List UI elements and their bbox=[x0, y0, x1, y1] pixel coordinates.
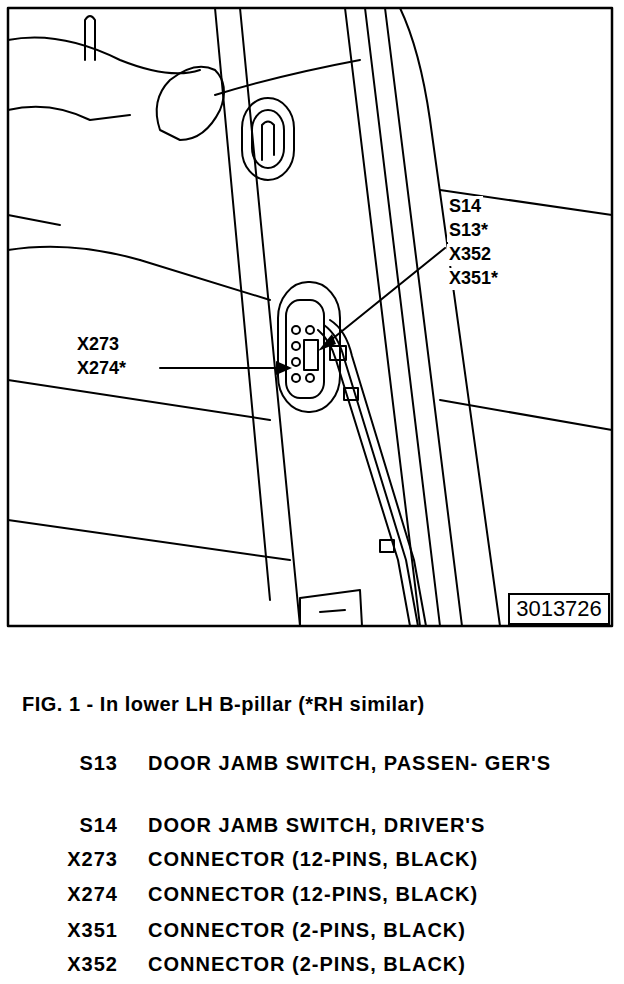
component-description: CONNECTOR (2-PINS, BLACK) bbox=[148, 951, 466, 977]
panel-edge bbox=[8, 520, 290, 560]
callout-label: X351* bbox=[447, 268, 500, 290]
pin bbox=[292, 326, 300, 334]
callout-label: X273 bbox=[75, 334, 121, 356]
harness-grommet bbox=[157, 67, 224, 140]
component-description: CONNECTOR (12-PINS, BLACK) bbox=[148, 846, 478, 872]
pin bbox=[292, 374, 300, 382]
component-description: DOOR JAMB SWITCH, PASSEN- GER'S bbox=[148, 750, 568, 776]
oval-slot bbox=[242, 98, 294, 180]
panel-edge bbox=[140, 260, 270, 300]
figure-number: 3013726 bbox=[516, 596, 602, 622]
component-description: CONNECTOR (12-PINS, BLACK) bbox=[148, 881, 478, 907]
arrowhead bbox=[318, 334, 336, 351]
component-code: X351 bbox=[67, 917, 118, 943]
pillar-edge bbox=[365, 8, 440, 626]
pillar-edge bbox=[345, 8, 420, 626]
wire bbox=[324, 325, 418, 626]
figure-caption: FIG. 1 - In lower LH B-pillar (*RH simil… bbox=[22, 692, 425, 716]
trim-edge bbox=[8, 215, 60, 225]
lower-bracket bbox=[300, 590, 362, 626]
callout-label: X274* bbox=[75, 358, 128, 380]
component-description: CONNECTOR (2-PINS, BLACK) bbox=[148, 917, 466, 943]
pillar-edge bbox=[215, 8, 270, 600]
callout-label: S14 bbox=[447, 196, 483, 218]
panel-edge bbox=[8, 380, 270, 420]
component-description: DOOR JAMB SWITCH, DRIVER'S bbox=[148, 812, 485, 838]
connector-latch bbox=[304, 340, 318, 370]
trim-edge bbox=[8, 247, 140, 260]
clip bbox=[85, 16, 95, 60]
arrowhead bbox=[276, 361, 292, 375]
callout-label: X352 bbox=[447, 244, 493, 266]
leader-line bbox=[326, 248, 445, 344]
door-jamb-switch bbox=[330, 346, 346, 360]
pin bbox=[292, 358, 300, 366]
trim-edge bbox=[8, 38, 200, 74]
component-code: S14 bbox=[79, 812, 118, 838]
wire-clip bbox=[380, 540, 394, 552]
connector-body bbox=[286, 300, 324, 398]
wire-clip bbox=[344, 388, 358, 400]
lower-bracket bbox=[320, 610, 345, 612]
component-code: S13 bbox=[79, 750, 118, 776]
figure-frame bbox=[8, 8, 612, 626]
leader-line bbox=[160, 367, 280, 369]
component-code: X274 bbox=[67, 881, 118, 907]
callout-label: S13* bbox=[447, 220, 490, 242]
wire bbox=[330, 320, 426, 626]
trim-edge bbox=[8, 107, 130, 120]
slot-detail bbox=[262, 122, 274, 161]
component-code: X352 bbox=[67, 951, 118, 977]
oval-slot bbox=[252, 110, 284, 168]
pin bbox=[292, 342, 300, 350]
component-code: X273 bbox=[67, 846, 118, 872]
pin bbox=[306, 374, 314, 382]
wire bbox=[318, 330, 410, 626]
pin bbox=[306, 326, 314, 334]
panel-edge bbox=[440, 400, 612, 430]
pillar-edge bbox=[400, 8, 500, 626]
pillar-edge bbox=[385, 8, 462, 626]
wire bbox=[215, 60, 360, 95]
figure-number-box: 3013726 bbox=[508, 593, 610, 625]
